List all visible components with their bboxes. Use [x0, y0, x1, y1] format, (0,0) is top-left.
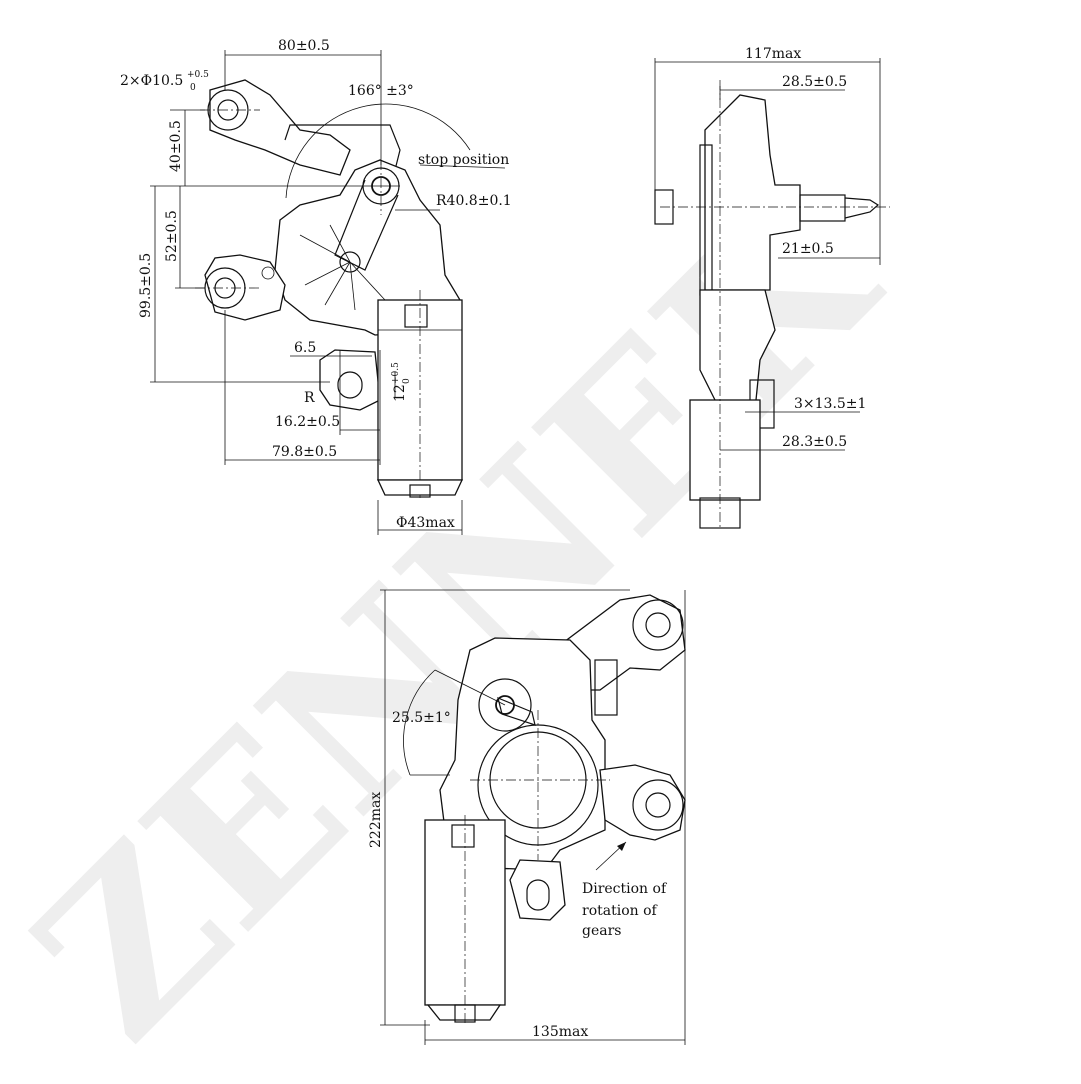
rotation-note-line-3: gears — [582, 923, 621, 939]
dim-r: R — [304, 390, 315, 406]
dim-135: 135max — [532, 1024, 588, 1040]
rear-motor-connector — [451, 824, 475, 848]
slot-hole — [337, 371, 363, 399]
angle-arc — [285, 103, 471, 199]
shaft-tip — [844, 197, 880, 219]
arrow-head-icon — [617, 842, 626, 851]
dim-3x13-5: 3×13.5±1 — [794, 396, 866, 412]
rear-view: 25.5±1° 222max 135max Direction of rotat… — [368, 589, 686, 1045]
rear-view-dimensions — [380, 589, 686, 1045]
dim-slot-tol-upper: +0.5 — [391, 362, 401, 384]
dim-hole-tol-lower: 0 — [190, 83, 196, 93]
dim-slot-tol-lower: 0 — [402, 378, 412, 384]
dim-43: Φ43max — [396, 515, 455, 531]
dim-28-3: 28.3±0.5 — [782, 434, 847, 450]
rear-slot — [526, 879, 550, 911]
side-view: 117max 28.5±0.5 21±0.5 3×13.5±1 28.3±0.5 — [654, 46, 890, 530]
side-view-dimensions — [654, 58, 881, 451]
rear-connector — [594, 659, 618, 716]
dim-21: 21±0.5 — [782, 241, 834, 257]
dim-52: 52±0.5 — [164, 210, 180, 262]
dim-slot-12: 12 — [392, 384, 408, 402]
output-shaft-side — [799, 194, 846, 222]
motor-connector — [404, 304, 428, 328]
dim-80: 80±0.5 — [278, 38, 330, 54]
rear-motor-end — [426, 1004, 502, 1021]
rear-lower-hole — [645, 792, 671, 818]
dim-16-2: 16.2±0.5 — [275, 414, 340, 430]
dim-117: 117max — [745, 46, 801, 62]
dim-99-5: 99.5±0.5 — [138, 253, 154, 318]
dim-hole-tol-upper: +0.5 — [187, 70, 209, 80]
dim-28-5: 28.5±0.5 — [782, 74, 847, 90]
dim-79-8: 79.8±0.5 — [272, 444, 337, 460]
rear-upper-hole — [645, 612, 671, 638]
front-view: 80±0.5 2×Φ10.5 +0.5 0 166° ±3° stop posi… — [120, 38, 512, 535]
dim-40: 40±0.5 — [168, 120, 184, 172]
crank-lever — [497, 696, 536, 726]
angle-arc-rear — [403, 669, 436, 776]
rotation-note-line-1: Direction of — [582, 881, 668, 897]
rear-slot-boss — [509, 859, 566, 921]
dim-angle-166: 166° ±3° — [348, 83, 414, 99]
rear-lower-boss — [632, 779, 684, 831]
rear-upper-boss — [632, 599, 684, 651]
rotation-note-line-2: rotation of — [582, 903, 659, 919]
front-view-dimensions — [150, 50, 506, 535]
dim-radius: R40.8±0.1 — [436, 193, 512, 209]
stop-position-label: stop position — [418, 152, 509, 168]
gear-hub — [339, 251, 361, 273]
upper-bracket — [209, 79, 351, 176]
motor-plug — [409, 484, 431, 498]
crank-arm — [334, 179, 399, 271]
dim-6-5: 6.5 — [294, 340, 316, 356]
screw-icon — [261, 266, 275, 280]
lower-bracket — [319, 349, 381, 411]
dim-hole-diameter: 2×Φ10.5 — [120, 73, 183, 89]
crank-boss — [478, 678, 532, 732]
rear-lower-arm — [599, 764, 686, 841]
dim-angle-25-5: 25.5±1° — [392, 710, 451, 726]
gearbox-body — [274, 159, 461, 336]
dim-222: 222max — [368, 792, 384, 848]
motor-end-cap — [376, 479, 464, 496]
